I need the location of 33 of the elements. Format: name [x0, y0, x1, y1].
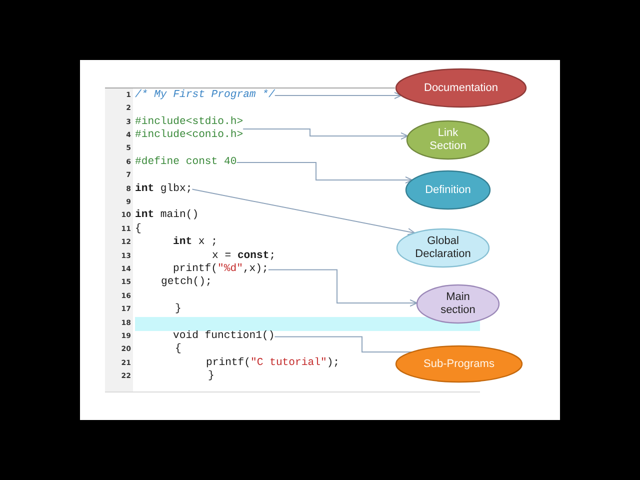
section-oval: [416, 284, 500, 324]
section-oval: [395, 345, 523, 383]
oval-label: Definition: [425, 184, 471, 196]
code-line: }: [175, 303, 182, 317]
code-line: {: [135, 222, 142, 236]
code-line: getch();: [161, 276, 212, 290]
section-oval: [395, 68, 527, 108]
section-oval: [396, 228, 490, 268]
oval-label: Documentation: [424, 82, 498, 94]
code-line: #include<conio.h>: [135, 129, 244, 142]
oval-label: Global Declaration: [414, 235, 472, 261]
code-line: int x ;: [173, 236, 218, 250]
code-line: void function1(): [173, 330, 275, 344]
section-oval: [406, 120, 490, 160]
oval-label: Sub-Programs: [424, 358, 494, 370]
oval-label: Link Section: [428, 127, 468, 153]
code-line: {: [175, 343, 182, 357]
code-line: int main(): [135, 209, 199, 223]
arrow: [242, 128, 408, 140]
oval-label: Main section: [440, 291, 476, 317]
code-line: printf("%d",x);: [173, 263, 268, 276]
code-line: x = const;: [212, 250, 276, 263]
arrow: [236, 162, 413, 184]
code-line: #define const 40: [135, 156, 237, 170]
arrow: [192, 188, 416, 236]
arrow: [274, 92, 402, 100]
code-line: printf("C tutorial");: [206, 356, 340, 370]
section-oval: [405, 170, 491, 210]
code-line: /* My First Program */: [135, 88, 275, 102]
code-line: }: [208, 370, 214, 384]
code-line: int glbx;: [135, 182, 192, 196]
code-line: #include<stdio.h>: [135, 116, 244, 129]
arrow: [268, 269, 418, 307]
